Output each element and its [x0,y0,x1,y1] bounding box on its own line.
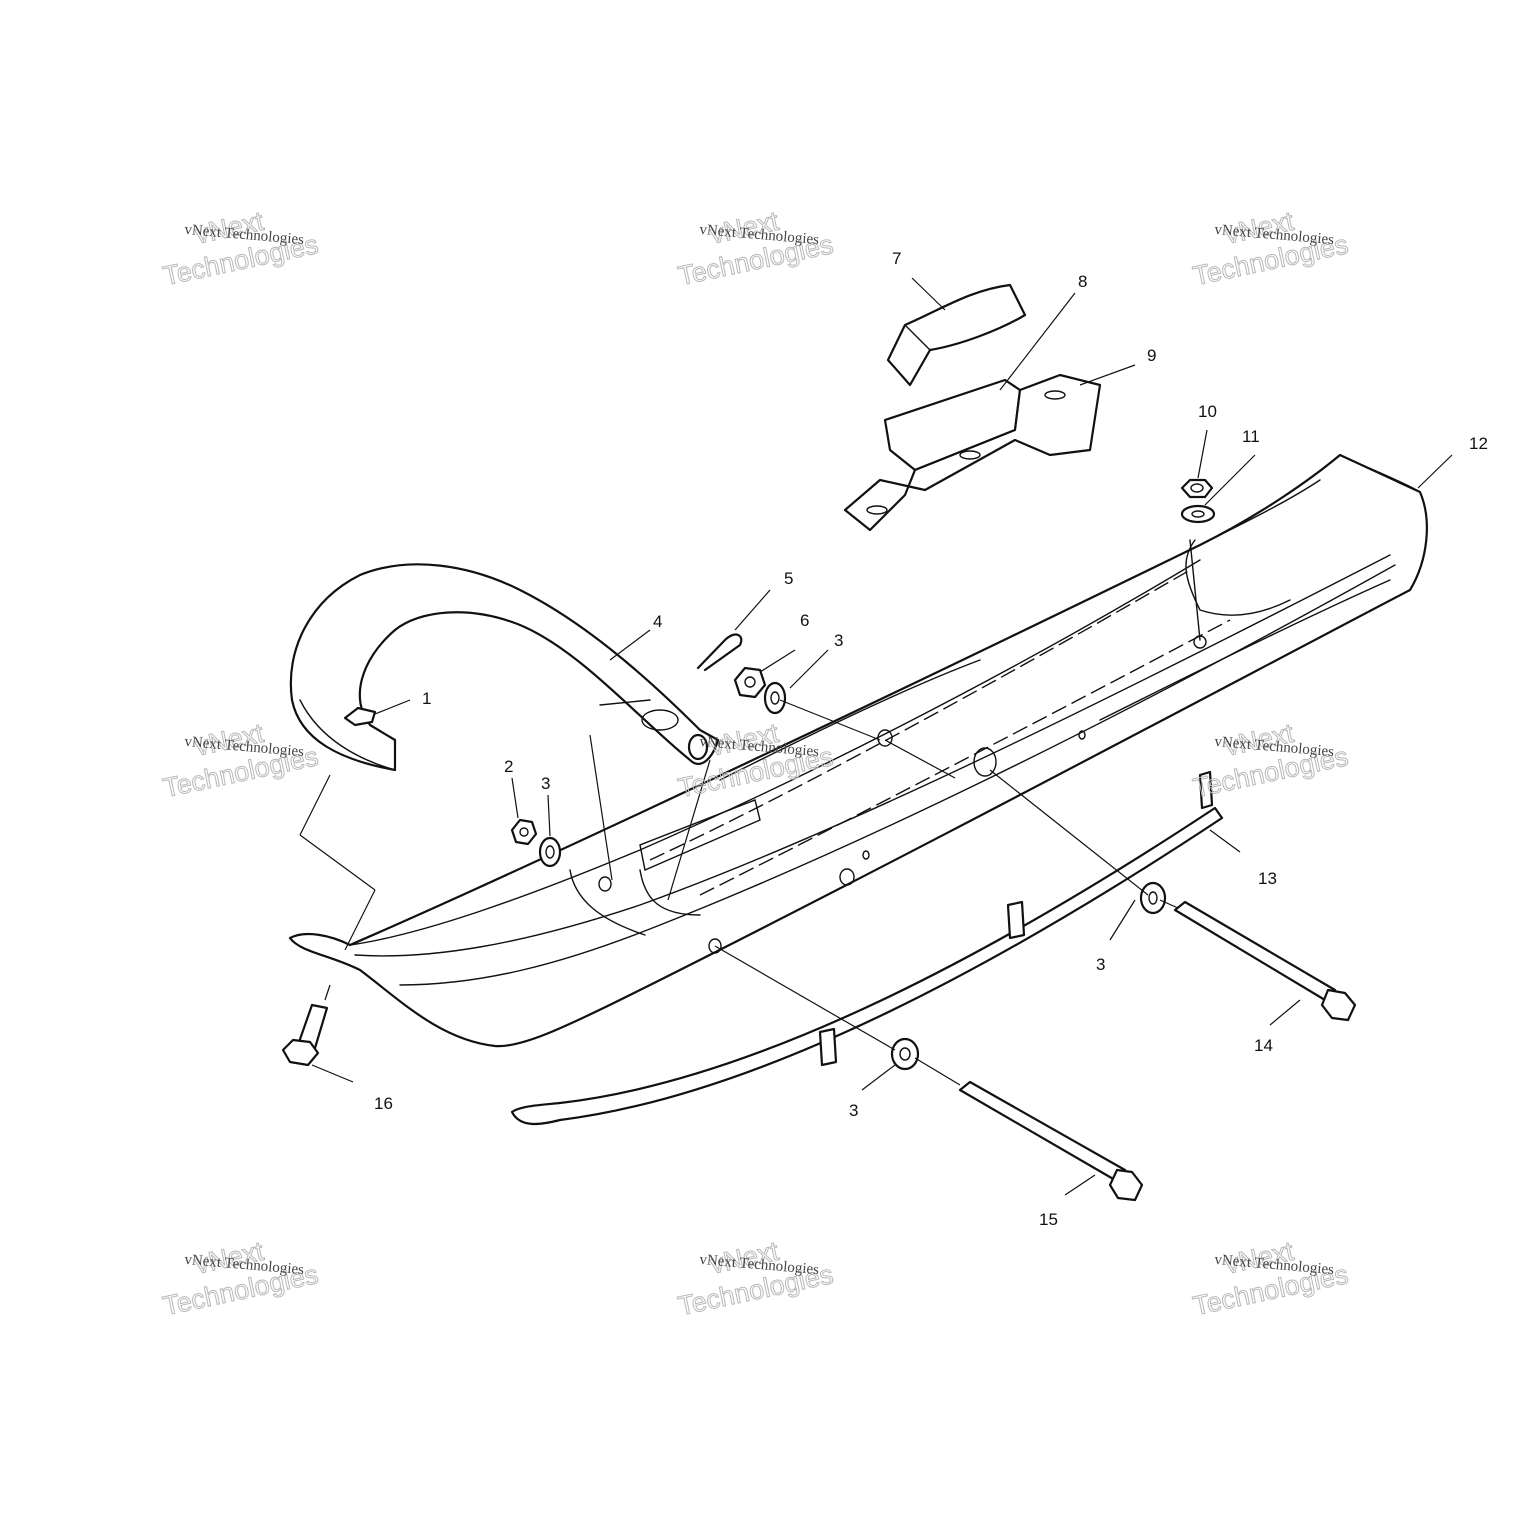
callout-10: 10 [1198,402,1217,421]
callout-1: 1 [422,689,431,708]
washer-part-3b [763,681,787,715]
callout-11: 11 [1242,427,1260,446]
watermark-bottom-right: vNext Technologies vNext Technologies [1190,1235,1351,1321]
nut-part-2 [510,818,538,846]
callout-13: 13 [1258,869,1277,888]
castle-nut-part-6 [733,666,767,699]
watermark-middle-right: vNext Technologies vNext Technologies [1190,717,1351,803]
ski-body [288,453,1428,1048]
clip-part-1 [343,706,377,727]
callout-15: 15 [1039,1210,1058,1229]
callout-7: 7 [892,249,901,268]
washer-part-11 [1180,504,1216,524]
watermark-top-right: vNext Technologies vNext Technologies [1190,205,1351,291]
callout-6: 6 [800,611,809,630]
ski-handle [289,563,720,772]
watermark-bottom-center: vNext Technologies vNext Technologies [675,1235,836,1321]
callout-4: 4 [653,612,662,631]
watermark-bottom-left: vNext Technologies vNext Technologies [160,1235,321,1321]
callout-2: 2 [504,757,513,776]
callout-3-bolt14: 3 [1096,955,1105,974]
callout-3-nut: 3 [541,774,550,793]
callout-3-castle: 3 [834,631,843,650]
callout-14: 14 [1254,1036,1273,1055]
watermark-top-left: vNext Technologies vNext Technologies [160,205,321,291]
callout-5: 5 [784,569,793,588]
bolt-part-15 [958,1080,1144,1202]
watermark-middle-left: vNext Technologies vNext Technologies [160,717,321,803]
washer-part-3a [538,836,562,868]
callout-labels: 1 2 3 4 5 6 3 7 8 9 10 11 12 13 3 14 3 1… [374,249,1488,1229]
saddle-block [886,283,1027,387]
cotter-pin-part-5 [696,633,743,672]
leader-lines [299,277,1453,1196]
washer-part-3d [890,1037,920,1071]
callout-3-bolt15: 3 [849,1101,858,1120]
callout-8: 8 [1078,272,1087,291]
callout-9: 9 [1147,346,1156,365]
callout-16: 16 [374,1094,393,1113]
nut-part-10 [1180,478,1214,499]
bolt-part-16 [281,1003,329,1067]
saddle-bracket [843,373,1102,532]
watermark-top-center: vNext Technologies vNext Technologies [675,205,836,291]
wear-bar [510,770,1224,1125]
bolt-part-14 [1173,900,1357,1022]
washer-part-3c [1139,881,1167,915]
callout-12: 12 [1469,434,1488,453]
